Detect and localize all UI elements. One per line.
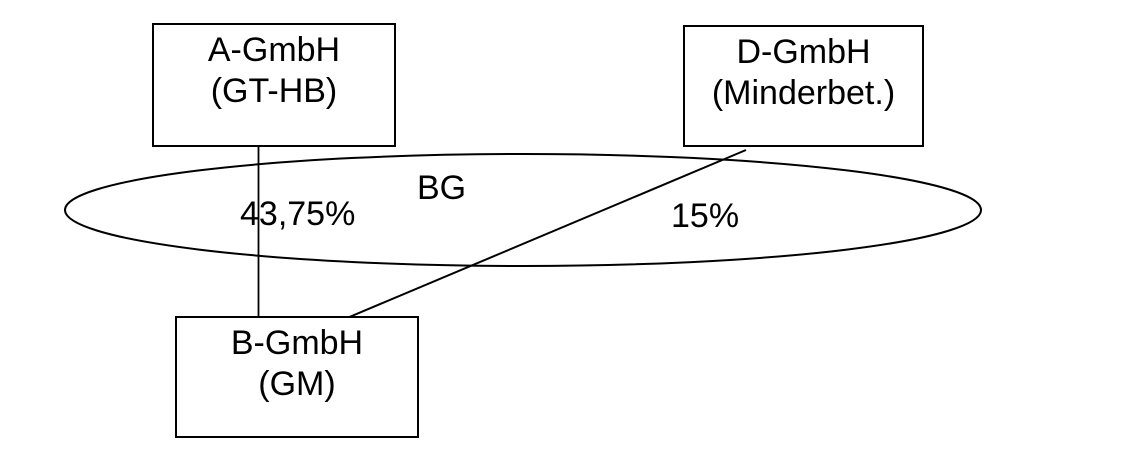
node-a-title: A-GmbH	[207, 31, 341, 69]
node-d-subtitle: (Minderbet.)	[711, 74, 896, 112]
node-d-title: D-GmbH	[736, 33, 871, 71]
node-a-gmbh: A-GmbH (GT-HB)	[152, 23, 396, 147]
bg-group-label: BG	[417, 169, 467, 207]
node-d-gmbh: D-GmbH (Minderbet.)	[683, 25, 924, 147]
node-b-subtitle: (GM)	[258, 365, 336, 403]
edge-a-to-b-label: 43,75%	[240, 195, 356, 233]
node-b-gmbh: B-GmbH (GM)	[175, 316, 419, 438]
edge-d-to-b-line	[346, 149, 747, 319]
node-b-title: B-GmbH	[230, 324, 364, 362]
node-a-subtitle: (GT-HB)	[210, 72, 338, 110]
bg-group-ellipse	[64, 153, 982, 267]
edge-d-to-b-label: 15%	[671, 197, 740, 235]
